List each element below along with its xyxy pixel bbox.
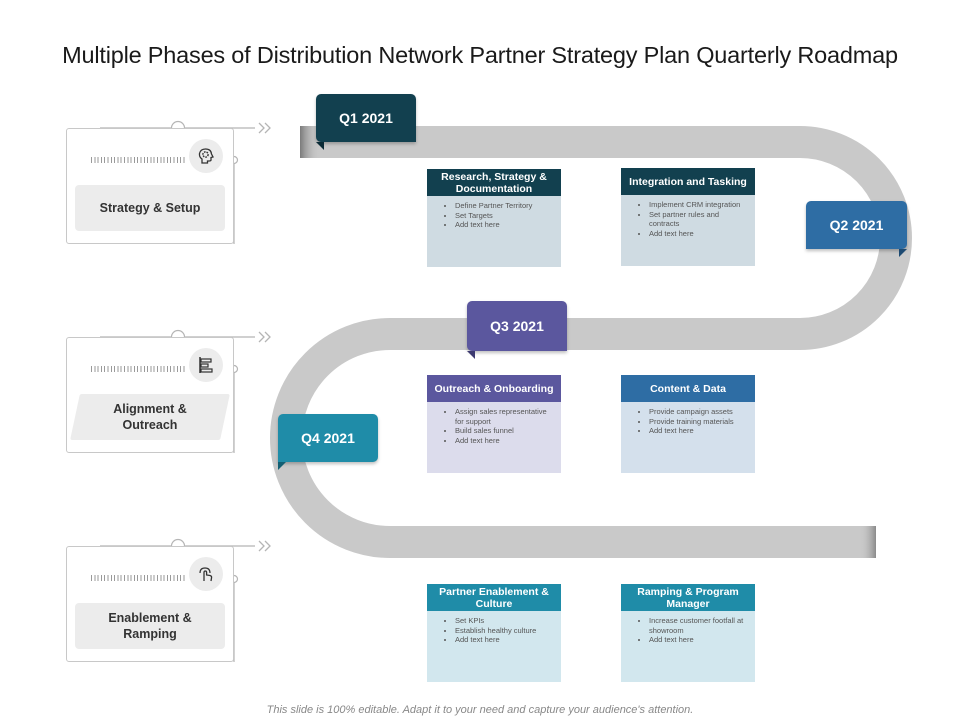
list-item: Add text here (455, 635, 555, 645)
card-integration-tasking: Integration and Tasking Implement CRM in… (621, 168, 755, 266)
list-item: Provide training materials (649, 417, 749, 427)
phase-label-text: Outreach (122, 418, 178, 432)
quarter-label: Q4 2021 (301, 430, 355, 446)
dotted-rule (91, 157, 185, 163)
phase-label-text: Strategy & Setup (99, 201, 201, 215)
phase-label: Enablement & Ramping (75, 603, 225, 649)
card-title: Partner Enablement & Culture (427, 584, 561, 611)
card-body: Increase customer footfall at showroom A… (621, 611, 755, 682)
quarter-label: Q1 2021 (339, 110, 393, 126)
list-item: Add text here (455, 220, 555, 230)
hand-touch-icon (189, 557, 223, 591)
quarter-tag-q2: Q2 2021 (806, 201, 907, 257)
card-title: Ramping & Program Manager (621, 584, 755, 611)
card-body: Assign sales representative for support … (427, 402, 561, 473)
card-title: Integration and Tasking (621, 168, 755, 195)
card-body: Provide campaign assets Provide training… (621, 402, 755, 473)
phase-label: Strategy & Setup (75, 185, 225, 231)
quarter-label: Q3 2021 (490, 318, 544, 334)
quarter-tag-q4: Q4 2021 (278, 414, 378, 470)
list-item: Assign sales representative for support (455, 407, 555, 426)
align-bars-icon (189, 348, 223, 382)
card-research-strategy: Research, Strategy & Documentation Defin… (427, 169, 561, 267)
card-title: Research, Strategy & Documentation (427, 169, 561, 196)
quarter-tag-q3: Q3 2021 (467, 301, 567, 359)
card-content-data: Content & Data Provide campaign assets P… (621, 375, 755, 473)
list-item: Add text here (649, 635, 749, 645)
card-ramping-program: Ramping & Program Manager Increase custo… (621, 584, 755, 682)
list-item: Establish healthy culture (455, 626, 555, 636)
list-item: Set Targets (455, 211, 555, 221)
phase-strategy-setup: Strategy & Setup (66, 128, 234, 244)
list-item: Implement CRM integration (649, 200, 749, 210)
phase-label-text: Alignment & (113, 402, 187, 416)
card-partner-enablement: Partner Enablement & Culture Set KPIs Es… (427, 584, 561, 682)
page-title: Multiple Phases of Distribution Network … (62, 42, 898, 68)
dotted-rule (91, 575, 185, 581)
card-body: Set KPIs Establish healthy culture Add t… (427, 611, 561, 682)
list-item: Set KPIs (455, 616, 555, 626)
list-item: Provide campaign assets (649, 407, 749, 417)
list-item: Build sales funnel (455, 426, 555, 436)
list-item: Define Partner Territory (455, 201, 555, 211)
phase-label: Alignment & Outreach (75, 394, 225, 440)
phase-label-text: Ramping (123, 627, 177, 641)
card-outreach-onboarding: Outreach & Onboarding Assign sales repre… (427, 375, 561, 473)
phase-label-text: Enablement & (108, 611, 192, 625)
list-item: Set partner rules and contracts (649, 210, 749, 229)
footer-note: This slide is 100% editable. Adapt it to… (266, 704, 694, 716)
list-item: Add text here (649, 229, 749, 239)
card-body: Define Partner Territory Set Targets Add… (427, 196, 561, 267)
quarter-label: Q2 2021 (829, 217, 884, 233)
card-title: Content & Data (621, 375, 755, 402)
card-body: Implement CRM integration Set partner ru… (621, 195, 755, 266)
gear-head-icon (189, 139, 223, 173)
list-item: Add text here (455, 436, 555, 446)
phase-enablement-ramping: Enablement & Ramping (66, 546, 234, 662)
card-title: Outreach & Onboarding (427, 375, 561, 402)
phase-alignment-outreach: Alignment & Outreach (66, 337, 234, 453)
list-item: Increase customer footfall at showroom (649, 616, 749, 635)
quarter-tag-q1: Q1 2021 (316, 94, 416, 150)
list-item: Add text here (649, 426, 749, 436)
dotted-rule (91, 366, 185, 372)
